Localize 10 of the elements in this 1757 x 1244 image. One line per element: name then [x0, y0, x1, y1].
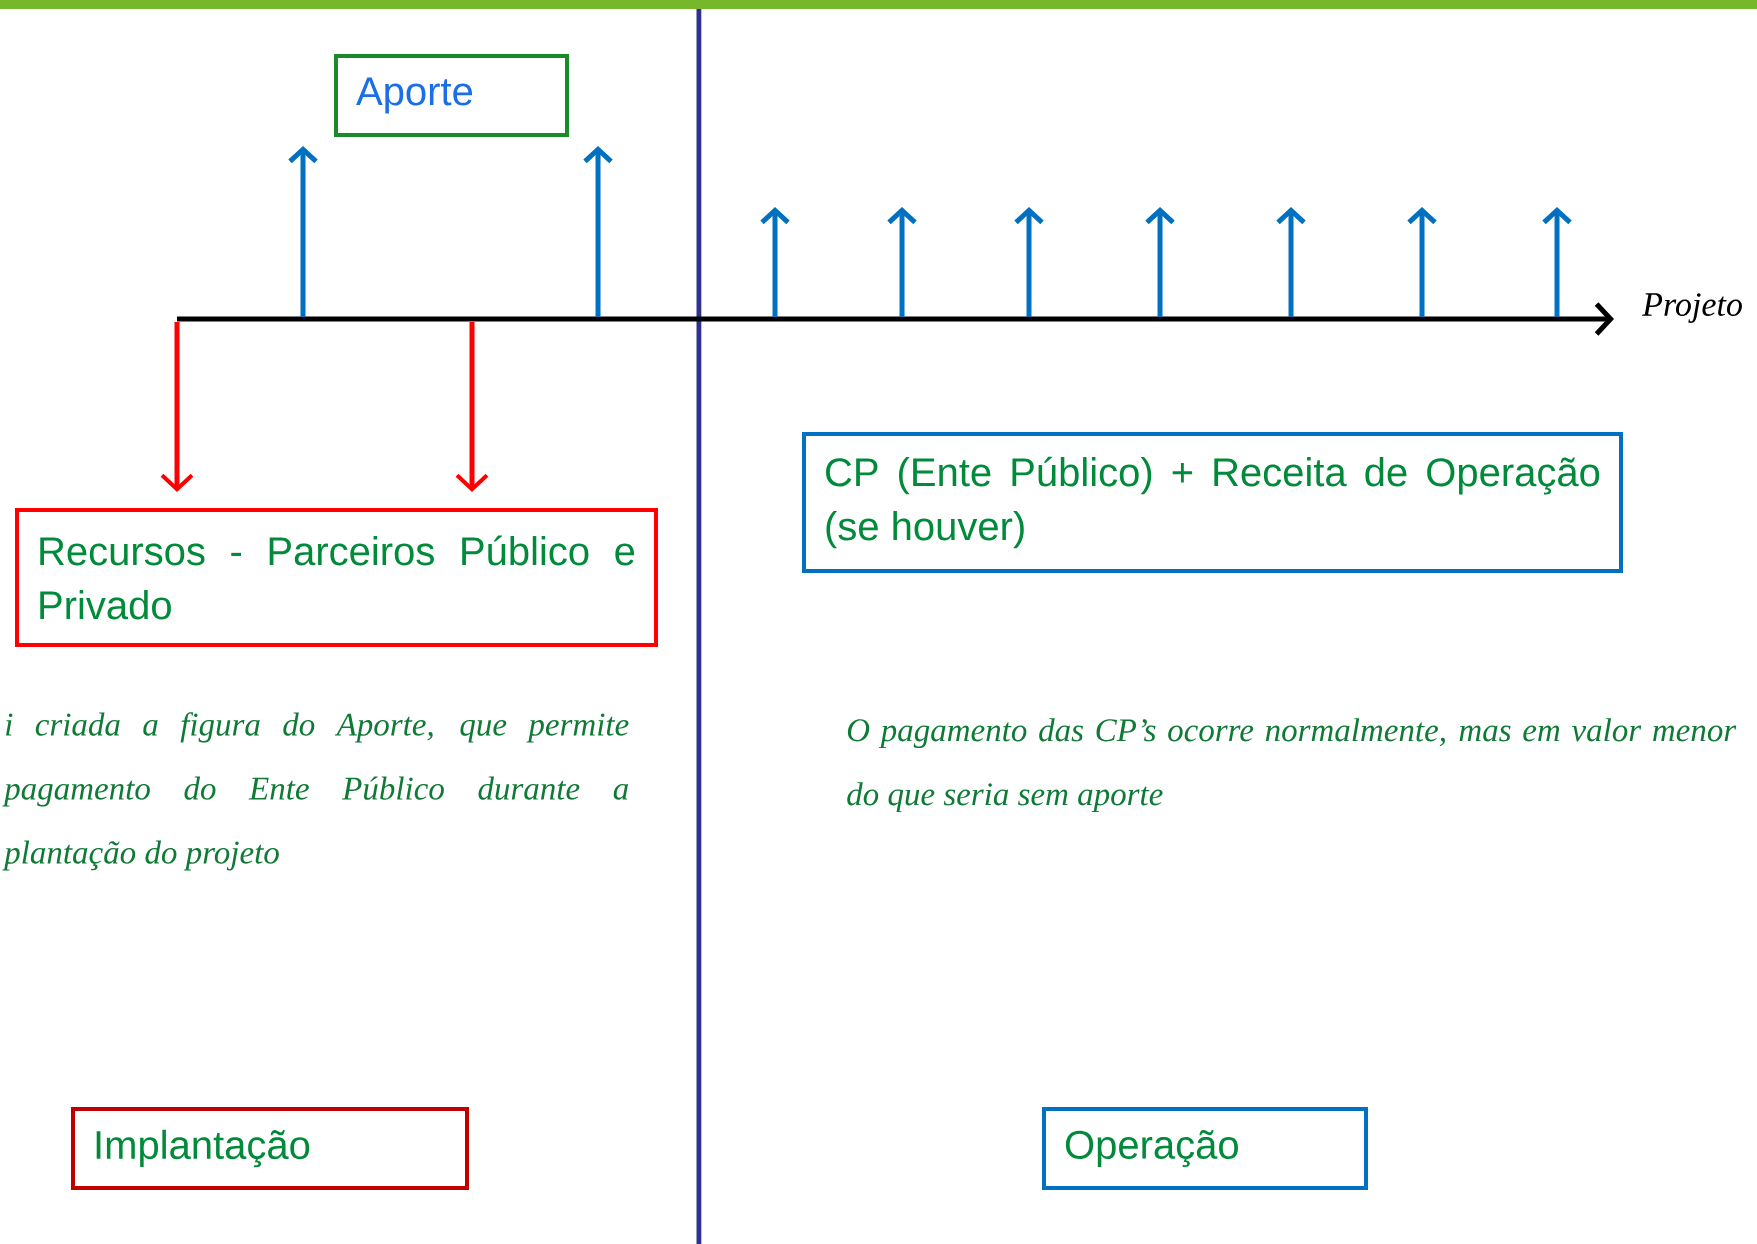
note-text: O pagamento das CP’s ocorre normalmente, mas em valor menor do que seria sem aporte	[847, 718, 1737, 813]
text-box: Operação	[1042, 1107, 1368, 1190]
arrow	[160, 322, 194, 492]
text-box: CP (Ente Público) + Receita de Operação (se houver)	[802, 432, 1623, 573]
text-box: Recursos - Parceiros Público e Privado	[15, 508, 658, 647]
note-text: i criada a figura do Aporte, que permite pagamento do Ente Público durante a plantação do projeto	[2, 712, 629, 871]
arrow	[455, 322, 489, 492]
text-box: Aporte	[334, 54, 569, 137]
text-box: Implantação	[71, 1107, 469, 1190]
axis-label: Projeto	[1642, 293, 1742, 323]
